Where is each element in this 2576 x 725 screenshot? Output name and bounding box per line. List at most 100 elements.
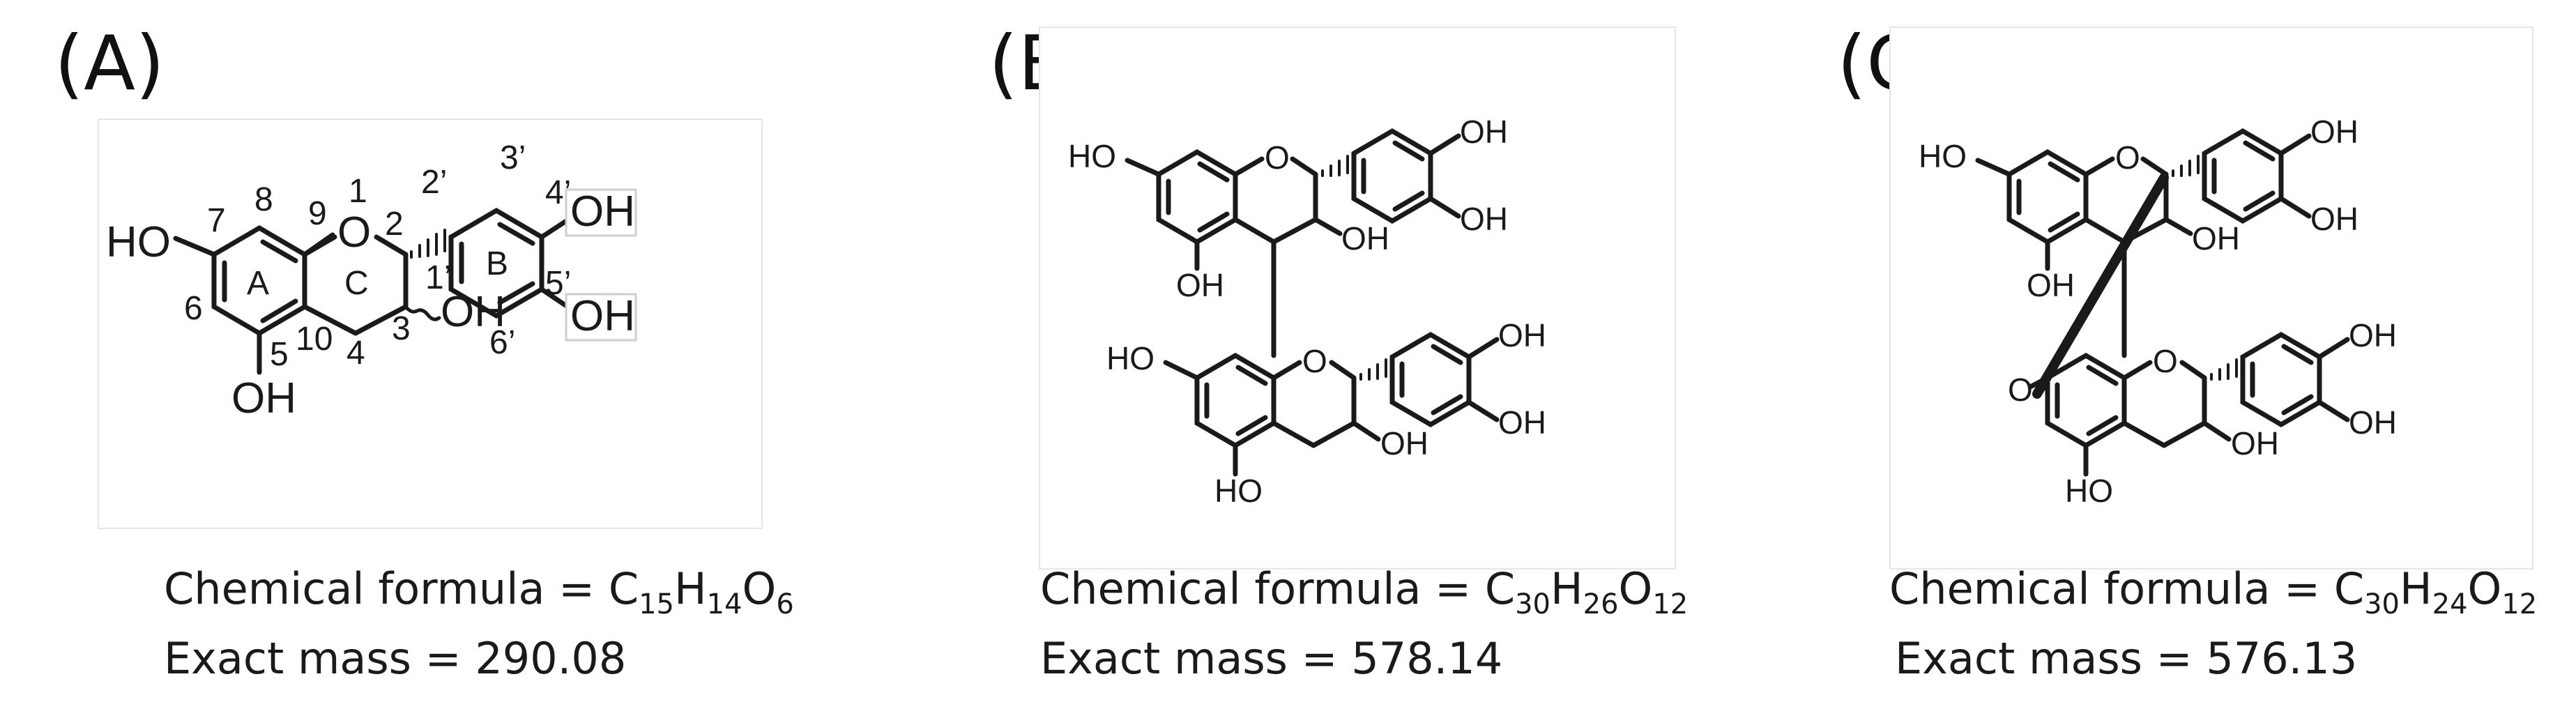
locant: 2’ [421,164,447,201]
hydroxyl-label: OH [2310,114,2358,150]
panel-b: (B) [858,0,1715,725]
hydroxyl-label: HO [1214,473,1263,509]
hydroxyl-label: OH [1498,317,1546,353]
formula-element: C [608,563,639,614]
bond [1271,360,1302,381]
bond [1329,360,1357,381]
locant: 6’ [489,324,515,361]
bond [2121,420,2167,448]
locant: 3’ [500,139,526,176]
bond [2140,156,2169,177]
hydroxyl-label: OH [1176,267,1224,303]
double-bond [2243,140,2276,162]
bond [1233,156,1265,177]
stereo-hash-bond [2210,358,2238,381]
bond [1428,196,1461,219]
bond [2317,337,2350,360]
formula-subscript: 26 [1583,588,1619,620]
bond [1271,420,1316,448]
double-bond [2281,394,2314,415]
bond [2163,217,2193,236]
ring-c-bond [302,234,337,257]
hydroxyl-label: HO [2065,473,2113,509]
double-bond [1392,190,1425,212]
locant: 1 [349,173,367,210]
double-bond [2243,190,2276,212]
hydroxyl-label: OH [1498,404,1546,441]
stereo-hash-bond [2172,155,2200,177]
hydroxyl-label: OH [2349,404,2397,441]
bond [1290,156,1318,177]
hydroxyl-label: HO [106,218,171,266]
ring-c-bond [374,234,409,257]
hydroxyl-label: OH [2310,201,2358,237]
stereo-wavy-bond [404,305,441,321]
bond [1975,158,2012,177]
hydroxyl-label: OH [570,188,635,236]
panel-label: (A) [54,20,165,107]
bond [1125,158,1161,177]
locant: 5’ [545,265,571,302]
procyanidin-a-structure: O O O HO OH OH OH OH HO OH OH OH [1919,114,2397,509]
formula-element: C [1484,563,1516,614]
locant: 10 [296,321,333,358]
hydroxyl-label: OH [2027,267,2075,303]
oxygen-label: O [2153,343,2178,379]
catechin-structure: O OH OH HO OH OH 7 8 9 1 2 3 4 5 6 10 1’… [106,139,637,422]
chemical-formula: Chemical formula = C15H14O6 [164,563,794,620]
hydroxyl-label: OH [441,288,505,336]
formula-element: O [1618,563,1653,614]
double-bond [1235,365,1268,386]
locant: 8 [254,181,273,218]
chemical-formula: Chemical formula = C30H26O12 [1040,563,1689,620]
locant: 6 [184,290,203,327]
bond [1466,337,1500,360]
hydroxyl-label: HO [1068,138,1116,174]
ring-b-double [497,222,535,246]
bond [1311,420,1357,448]
formula-subscript: 6 [776,588,794,620]
formula-subscript: 30 [2364,588,2400,620]
hydroxyl-label: OH [231,374,296,422]
hydroxyl-label: OH [1341,220,1389,257]
bond [2083,156,2115,177]
bond [2278,196,2312,219]
hydroxyl-label: OH [1380,425,1428,461]
double-bond [1392,140,1425,162]
oxygen-label: O [1265,139,1290,176]
hydroxyl-label: OH [1460,114,1508,150]
ring-c-bond [302,304,358,336]
locant: 1’ [425,259,451,296]
formula-parts: C30H24O12 [2333,563,2537,618]
formula-parts: C30H26O12 [1484,563,1688,618]
highlight-box [565,188,637,237]
formula-element: H [674,563,707,614]
formula-subscript: 12 [1652,588,1689,620]
panel-c: (C) [1715,0,2576,725]
bond [2161,420,2207,448]
bond [2179,360,2207,381]
bond [2202,420,2232,442]
double-bond [1235,415,1268,436]
bond [2083,217,2127,245]
formula-element: H [2400,563,2432,614]
double-bond [2086,415,2119,436]
bond [2027,375,2050,390]
locant: 9 [308,195,327,232]
double-bond [1197,211,1230,233]
ring-oxygen-label: O [337,208,371,257]
ring-a-double [260,239,298,264]
ring-label: A [247,265,269,302]
stereo-hash-bond [1321,155,1349,177]
double-bond [2048,161,2080,183]
double-bond [2048,211,2080,233]
bond [1271,217,1318,245]
bond [1351,420,1381,442]
ring-a-double [260,298,298,323]
bond [1233,217,1276,245]
ring-c-bond [353,304,409,336]
formula-element: C [2333,563,2365,614]
double-bond [2086,365,2119,386]
bond [1313,217,1343,236]
locant: 7 [207,202,226,239]
